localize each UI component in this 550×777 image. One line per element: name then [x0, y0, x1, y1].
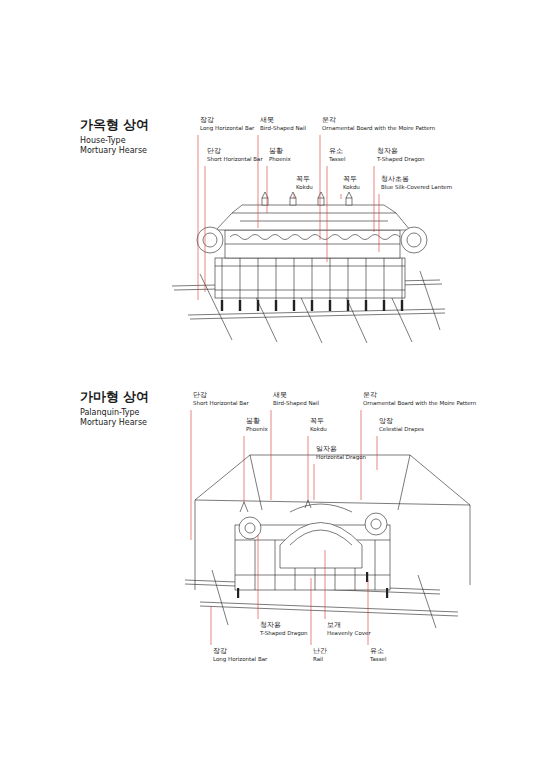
part-label: Heavenly Cover: [327, 630, 371, 636]
part-label: 장강: [213, 648, 227, 655]
part-label: T-Shaped Dragon: [260, 630, 308, 636]
part-label: Rail: [313, 656, 323, 662]
part-label: Ornamental Board with the Moire Pattern: [322, 125, 435, 131]
part-label: 단강: [193, 392, 207, 399]
part-label: Long Horizontal Bar: [200, 125, 254, 131]
part-label: Blue Silk-Covered Lantern: [381, 184, 452, 190]
part-label: 새못: [273, 392, 287, 399]
part-label: 청자용: [377, 148, 398, 155]
part-label: Phoenix: [246, 426, 268, 432]
part-label: 꼭두: [343, 176, 357, 183]
part-label: Short Horizontal Bar: [207, 156, 263, 162]
tassels: [237, 572, 388, 598]
part-label: 청사초롱: [381, 176, 409, 183]
part-label: Kokdu: [310, 426, 327, 432]
part-label: 유소: [370, 648, 384, 655]
part-label: 봉황: [246, 418, 260, 425]
part-label: Horizontal Dragon: [316, 454, 366, 460]
part-label: 운각: [322, 117, 336, 124]
part-label: 단강: [207, 148, 221, 155]
part-label: Phoenix: [269, 156, 291, 162]
leader-lines: [191, 135, 379, 645]
part-label: Kokdu: [343, 184, 360, 190]
part-label: 운각: [363, 392, 377, 399]
tassels: [221, 300, 403, 311]
part-label: T-Shaped Dragon: [377, 156, 425, 162]
part-label: 보개: [327, 622, 341, 629]
part-label: Bird-Shaped Nail: [273, 400, 319, 406]
part-label: Kokdu: [296, 184, 313, 190]
part-label: Long Horizontal Bar: [213, 656, 267, 662]
palanquin-type-hearse: [185, 455, 470, 628]
part-label: 꼭두: [296, 176, 310, 183]
part-label: 난간: [313, 648, 327, 655]
part-label: 청자용: [260, 622, 281, 629]
part-label: 봉황: [269, 148, 283, 155]
part-label: 유소: [329, 148, 343, 155]
section-heading: 가마형 상여: [80, 390, 149, 404]
part-label: Short Horizontal Bar: [193, 400, 249, 406]
part-label: 새못: [260, 117, 274, 124]
part-label: 일자용: [316, 446, 337, 453]
part-label: Tassel: [370, 656, 386, 662]
part-label: 꼭두: [310, 418, 324, 425]
section-heading: 가옥형 상여: [80, 118, 149, 132]
part-label: Ornamental Board with the Moire Pattern: [363, 400, 476, 406]
house-type-hearse: [172, 192, 445, 343]
part-label: Celestial Drapes: [379, 426, 424, 432]
section-heading: House-Type Mortuary Hearse: [80, 136, 154, 156]
part-label: 앙장: [379, 418, 393, 425]
part-label: Bird-Shaped Nail: [260, 125, 306, 131]
part-label: Tassel: [329, 156, 345, 162]
section-heading: Palanquin-Type Mortuary Hearse: [80, 408, 154, 428]
part-label: 장강: [200, 117, 214, 124]
